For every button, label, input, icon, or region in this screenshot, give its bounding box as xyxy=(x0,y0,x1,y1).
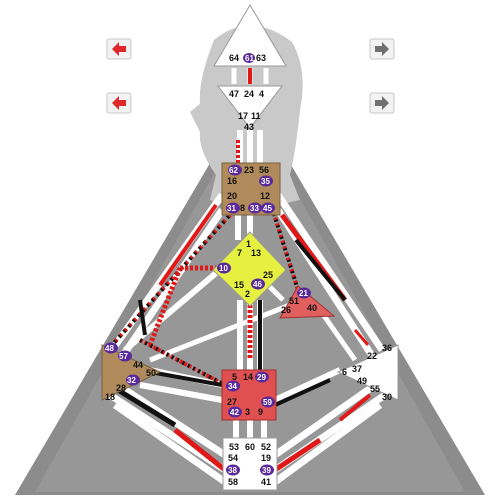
activations xyxy=(110,68,372,473)
gate-62: 62 xyxy=(229,166,238,175)
gate-42: 42 xyxy=(230,408,239,417)
gate-32: 32 xyxy=(127,376,136,385)
nav-right-top-button[interactable] xyxy=(369,38,395,60)
nav-left-bottom-button[interactable] xyxy=(106,92,132,114)
gate-9: 9 xyxy=(258,407,263,417)
gate-57: 57 xyxy=(119,352,128,361)
gate-3: 3 xyxy=(245,407,250,417)
gate-11: 11 xyxy=(251,111,261,121)
gate-1: 1 xyxy=(246,239,251,249)
gate-14: 14 xyxy=(243,372,253,382)
nav-right-bottom-button[interactable] xyxy=(369,92,395,114)
gate-64: 64 xyxy=(229,53,239,63)
gate-6: 6 xyxy=(342,367,347,377)
gate-28: 28 xyxy=(116,383,126,393)
arrow-right-icon xyxy=(375,42,389,56)
gate-4: 4 xyxy=(259,89,264,99)
gate-18: 18 xyxy=(105,392,115,402)
solar-plexus-center[interactable] xyxy=(336,344,399,401)
gate-46: 46 xyxy=(253,280,262,289)
gate-56: 56 xyxy=(259,165,269,175)
gate-12: 12 xyxy=(260,191,270,201)
gate-43: 43 xyxy=(244,122,254,132)
gate-54: 54 xyxy=(228,453,238,463)
arrow-left-icon xyxy=(112,42,126,56)
gate-35: 35 xyxy=(261,177,270,186)
gate-61: 61 xyxy=(245,54,254,63)
gate-51: 51 xyxy=(289,296,299,306)
gate-47: 47 xyxy=(229,89,239,99)
ajna-center[interactable] xyxy=(216,85,284,129)
head-center[interactable] xyxy=(213,4,287,67)
gate-31: 31 xyxy=(227,204,236,213)
gate-13: 13 xyxy=(251,248,261,258)
gate-8: 8 xyxy=(240,203,245,213)
gate-59: 59 xyxy=(263,398,272,407)
gate-22: 22 xyxy=(367,351,377,361)
nav-left-top-button[interactable] xyxy=(106,38,132,60)
gate-50: 50 xyxy=(146,368,156,378)
gate-7: 7 xyxy=(237,248,242,258)
gate-26: 26 xyxy=(281,305,291,315)
g-center[interactable] xyxy=(212,231,287,307)
gate-24: 24 xyxy=(244,89,254,99)
gate-52: 52 xyxy=(261,442,271,452)
gate-41: 41 xyxy=(261,477,271,487)
gate-38: 38 xyxy=(228,466,237,475)
gate-21: 21 xyxy=(299,289,308,298)
gate-19: 19 xyxy=(261,453,271,463)
gate-48: 48 xyxy=(105,344,114,353)
gate-40: 40 xyxy=(307,303,317,313)
gate-34: 34 xyxy=(228,382,237,391)
gate-44: 44 xyxy=(133,360,143,370)
gate-63: 63 xyxy=(256,53,266,63)
gate-17: 17 xyxy=(238,111,248,121)
gate-16: 16 xyxy=(227,176,237,186)
gate-45: 45 xyxy=(263,204,272,213)
gate-58: 58 xyxy=(228,477,238,487)
gate-30: 30 xyxy=(382,392,392,402)
arrow-left-icon xyxy=(112,96,126,110)
gate-highlights xyxy=(104,53,311,476)
gate-37: 37 xyxy=(352,364,362,374)
gate-25: 25 xyxy=(263,270,273,280)
gate-36: 36 xyxy=(382,343,392,353)
heart-center[interactable] xyxy=(279,285,336,319)
root-center[interactable] xyxy=(222,437,278,491)
gate-23: 23 xyxy=(244,165,254,175)
gate-5: 5 xyxy=(232,372,237,382)
gate-55: 55 xyxy=(370,384,380,394)
gate-27: 27 xyxy=(227,397,237,407)
gate-2: 2 xyxy=(245,289,250,299)
arrow-right-icon xyxy=(375,96,389,110)
gate-10: 10 xyxy=(219,264,228,273)
gate-labels: 64 61 63 47 24 4 17 11 43 62 23 56 16 35… xyxy=(105,53,392,487)
gate-20: 20 xyxy=(227,191,237,201)
gate-15: 15 xyxy=(234,280,244,290)
gate-33: 33 xyxy=(250,204,259,213)
gate-60: 60 xyxy=(245,442,255,452)
gate-39: 39 xyxy=(262,466,271,475)
gate-29: 29 xyxy=(257,373,266,382)
gate-49: 49 xyxy=(357,376,367,386)
gate-53: 53 xyxy=(229,442,239,452)
